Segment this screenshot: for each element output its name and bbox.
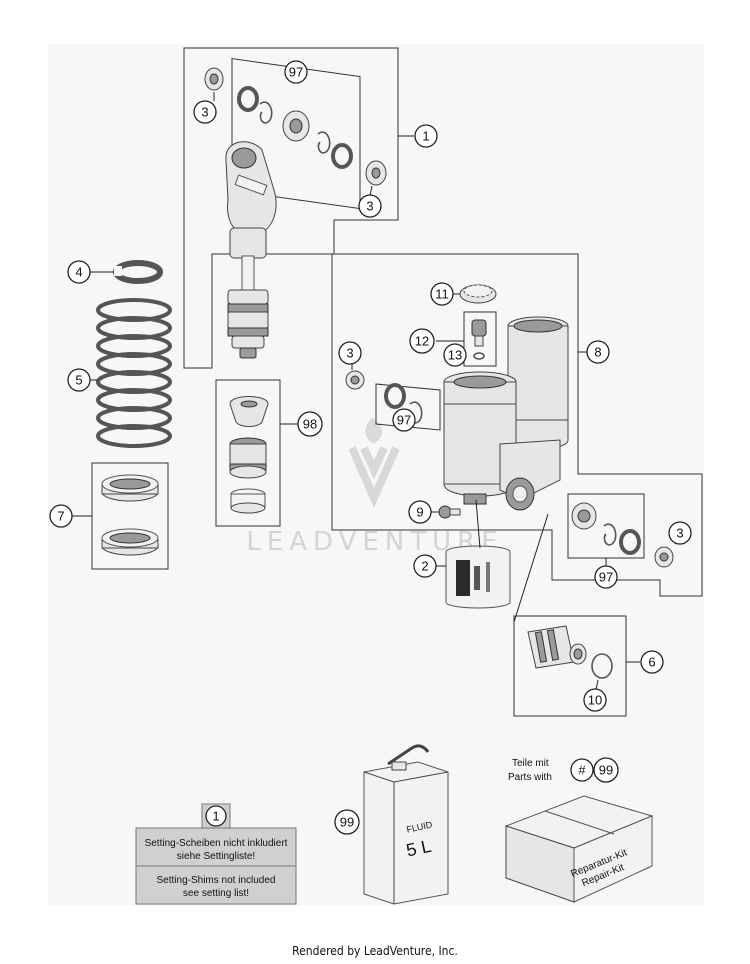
- clip-part-2: [317, 131, 331, 154]
- guide-bushing-part: [230, 488, 266, 514]
- seal-head-part: [229, 437, 267, 479]
- adjusting-ring-part: [101, 474, 159, 502]
- svg-text:3: 3: [201, 105, 208, 120]
- clip-part-4: [603, 523, 617, 546]
- group-box-12: [463, 311, 497, 367]
- note-line-4: see setting list!: [183, 888, 249, 899]
- callout-3-mid: 3: [338, 341, 362, 365]
- valve-part: [471, 319, 487, 360]
- svg-text:13: 13: [448, 348, 462, 363]
- svg-text:1: 1: [422, 129, 429, 144]
- seal-ring-part-2: [365, 160, 387, 186]
- footer-credit: Rendered by LeadVenture, Inc.: [292, 944, 458, 958]
- callout-99-kit: 99: [593, 757, 619, 783]
- callout-2: 2: [413, 554, 437, 578]
- piston-rod-part: [241, 255, 255, 293]
- callout-1: 1: [414, 124, 438, 148]
- group-box-98: [215, 379, 281, 527]
- seal-ring-part-3: [345, 370, 365, 390]
- spring-part: [96, 298, 172, 448]
- shock-body-part: [443, 371, 561, 511]
- svg-text:99: 99: [599, 763, 613, 778]
- callout-7: 7: [49, 504, 73, 528]
- callout-11: 11: [430, 282, 454, 306]
- svg-text:3: 3: [346, 346, 353, 361]
- piston-assembly-part: [227, 289, 269, 359]
- o-ring-part: [591, 653, 613, 679]
- seal-ring-part-4: [654, 546, 674, 568]
- group-box-6: [513, 615, 627, 717]
- callout-13: 13: [443, 343, 467, 367]
- washer-part-4: [619, 529, 641, 555]
- callout-3-right: 3: [668, 521, 692, 545]
- callout-12: 12: [409, 328, 435, 354]
- clip-part: [259, 101, 273, 124]
- fluid-can-part: FLUID 5 L: [363, 744, 449, 905]
- reservoir-cap-part: [459, 284, 497, 304]
- bushing-part: [282, 110, 310, 142]
- callout-6: 6: [640, 650, 664, 674]
- svg-text:97: 97: [289, 65, 303, 80]
- callout-3-top-right: 3: [358, 194, 382, 218]
- leader-6-body: [513, 513, 549, 623]
- callout-5: 5: [67, 368, 91, 392]
- svg-text:2: 2: [421, 559, 428, 574]
- kit-label-de: Teile mit: [512, 758, 549, 769]
- callout-8: 8: [586, 340, 610, 364]
- washer-part: [237, 86, 259, 112]
- washer-part-2: [331, 143, 353, 169]
- svg-text:11: 11: [435, 287, 449, 302]
- callout-10: 10: [583, 688, 607, 712]
- svg-text:98: 98: [303, 417, 317, 432]
- callout-9: 9: [408, 500, 432, 524]
- kit-hash-callout: #: [570, 758, 594, 782]
- repair-kit-box-part: Reparatur-Kit Repair-Kit: [504, 795, 654, 903]
- leader-10: [595, 679, 599, 691]
- callout-98: 98: [297, 411, 323, 437]
- svg-text:97: 97: [397, 413, 411, 428]
- leader-2b: [475, 499, 481, 549]
- sticker-part: [445, 545, 511, 609]
- svg-text:3: 3: [366, 199, 373, 214]
- svg-text:8: 8: [594, 345, 601, 360]
- note-line-2: siehe Settingliste!: [177, 851, 255, 862]
- seal-ring-part: [204, 67, 224, 91]
- bushing-part-2: [571, 502, 597, 530]
- reservoir-part: [507, 316, 569, 450]
- svg-text:99: 99: [340, 815, 354, 830]
- svg-text:9: 9: [416, 505, 423, 520]
- svg-text:6: 6: [648, 655, 655, 670]
- svg-text:#: #: [578, 763, 586, 778]
- callout-99-can: 99: [334, 809, 360, 835]
- group-box-97-mid: [375, 383, 441, 431]
- lock-ring-part: [101, 528, 159, 556]
- bump-rubber-part: [229, 396, 269, 427]
- svg-text:4: 4: [75, 265, 82, 280]
- bleed-screw-part: [438, 505, 461, 519]
- svg-text:12: 12: [415, 334, 429, 349]
- note-line-1: Setting-Scheiben nicht inkludiert: [145, 838, 288, 849]
- note-line-3: Setting-Shims not included: [157, 875, 276, 886]
- callout-97-mid: 97: [392, 408, 416, 432]
- kit-label-en: Parts with: [508, 772, 552, 783]
- spring-retainer-part: [113, 260, 163, 284]
- washer-part-3: [384, 383, 406, 409]
- svg-text:3: 3: [676, 526, 683, 541]
- callout-4: 4: [67, 260, 91, 284]
- note-callout-1: 1: [212, 809, 219, 824]
- svg-text:10: 10: [588, 693, 602, 708]
- svg-text:97: 97: [599, 570, 613, 585]
- piston-rod-eye-part: [225, 141, 277, 259]
- svg-text:7: 7: [57, 509, 64, 524]
- svg-text:5: 5: [75, 373, 82, 388]
- callout-97-right: 97: [594, 565, 618, 589]
- leader-3-top-right: [369, 185, 373, 197]
- callout-97-top: 97: [284, 60, 308, 84]
- setting-shims-note: 1 Setting-Scheiben nicht inkludiert sieh…: [135, 803, 297, 905]
- compression-adjuster-part: [527, 625, 587, 669]
- callout-3-top-left: 3: [193, 100, 217, 124]
